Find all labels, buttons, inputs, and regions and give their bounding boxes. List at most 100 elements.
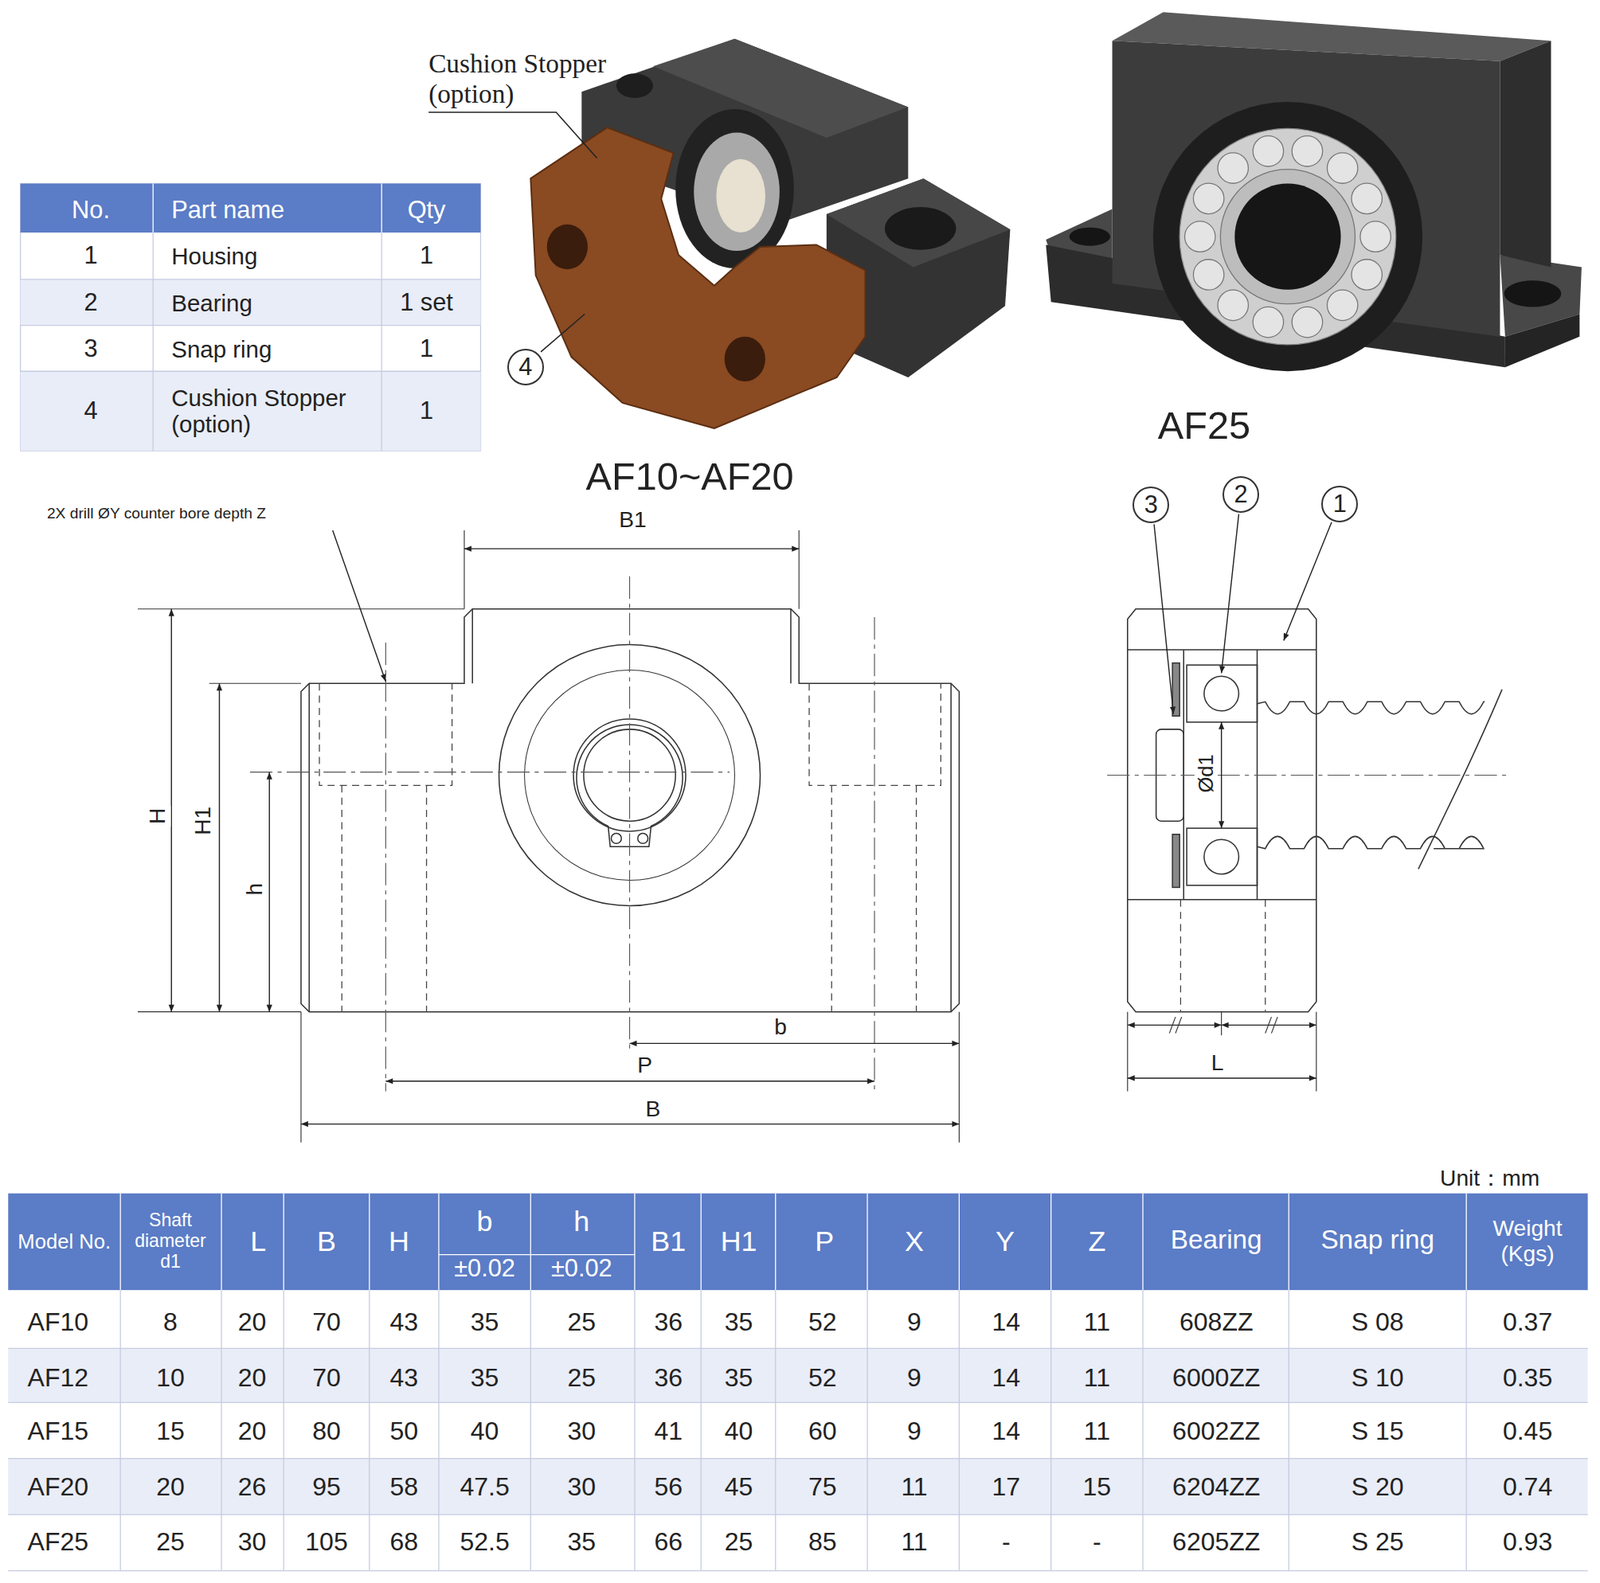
table-cell: 47.5	[459, 1473, 509, 1503]
table-cell: 14	[992, 1364, 1022, 1393]
table-cell: 6002ZZ	[1172, 1417, 1260, 1447]
table-cell: 26	[238, 1473, 267, 1503]
table-cell: B	[316, 1225, 337, 1258]
table-cell: L	[250, 1225, 267, 1258]
table-cell: 70	[312, 1308, 341, 1338]
table-cell: 0.37	[1502, 1308, 1553, 1338]
text-label: Cushion Stopper (option)	[171, 384, 376, 438]
table-cell: b	[477, 1205, 493, 1238]
table-cell: 40	[724, 1417, 754, 1447]
table-cell: -	[1092, 1528, 1102, 1557]
table-cell: 17	[992, 1473, 1022, 1503]
callout-number: 1	[1333, 489, 1347, 519]
callout-number: 2	[1233, 480, 1248, 509]
table-cell: 0.74	[1502, 1473, 1553, 1503]
table-cell: 41	[653, 1417, 683, 1447]
callout-number: 3	[1144, 490, 1158, 520]
dimension-label: Ød1	[1194, 751, 1218, 795]
callout-circle: 4	[507, 348, 544, 386]
text-label: AF25	[1157, 403, 1251, 448]
table-cell: 35	[470, 1308, 500, 1338]
table-cell: Weight (Kgs)	[1471, 1216, 1585, 1267]
table-cell: 35	[470, 1364, 500, 1393]
text-label: 1	[419, 335, 434, 363]
text-label: Part name	[171, 196, 285, 224]
table-cell: AF15	[27, 1417, 90, 1447]
table-cell: 95	[312, 1473, 341, 1503]
table-cell: 9	[907, 1364, 922, 1393]
text-label: 1 set	[399, 289, 454, 317]
table-cell: 11	[1083, 1417, 1111, 1447]
table-cell: 52	[808, 1308, 838, 1338]
text-label: Bearing	[171, 289, 376, 317]
table-cell: 25	[156, 1528, 185, 1557]
table-cell: 80	[312, 1417, 341, 1447]
table-cell: 45	[724, 1473, 754, 1503]
table-cell: 20	[238, 1308, 267, 1338]
table-cell: 36	[653, 1308, 683, 1338]
text-label: Unit：mm	[1439, 1165, 1540, 1192]
table-cell: AF25	[27, 1528, 90, 1557]
table-cell: Z	[1087, 1225, 1106, 1258]
dimension-label: H	[145, 805, 172, 827]
dimension-label: L	[1208, 1050, 1227, 1076]
table-cell: Y	[995, 1225, 1015, 1258]
table-cell: H	[388, 1225, 410, 1258]
table-cell: 8	[163, 1308, 178, 1338]
dimension-label: H1	[190, 804, 216, 838]
table-cell: 15	[1083, 1473, 1112, 1503]
table-cell: 0.35	[1502, 1364, 1553, 1393]
table-cell: 14	[992, 1308, 1022, 1338]
text-label: Qty	[407, 196, 446, 224]
dimension-label: b	[771, 1014, 790, 1041]
dimension-label: B	[643, 1096, 664, 1123]
table-cell: 0.45	[1502, 1417, 1553, 1447]
text-label: 1	[419, 242, 434, 270]
table-cell: 6000ZZ	[1172, 1364, 1260, 1393]
text-label: No.	[71, 196, 110, 224]
table-cell: 52	[808, 1364, 838, 1393]
table-cell: 6205ZZ	[1172, 1528, 1260, 1557]
dimension-label: P	[634, 1052, 655, 1079]
table-cell: 56	[653, 1473, 683, 1503]
table-cell: AF20	[27, 1473, 90, 1503]
table-cell: 35	[567, 1528, 597, 1557]
table-cell: 105	[305, 1528, 348, 1557]
text-label: 1	[419, 397, 434, 425]
table-cell: 58	[390, 1473, 419, 1503]
table-cell: 66	[653, 1528, 683, 1557]
callout-circle: 2	[1222, 476, 1260, 513]
table-cell: 30	[238, 1528, 267, 1557]
table-cell: AF12	[27, 1364, 90, 1393]
table-cell: Snap ring	[1320, 1224, 1435, 1255]
table-cell: 6204ZZ	[1172, 1473, 1260, 1503]
text-label: 2X drill ØY counter bore depth Z	[46, 504, 267, 523]
table-cell: 52.5	[459, 1528, 509, 1557]
table-cell: S 25	[1351, 1528, 1405, 1557]
table-cell: h	[573, 1205, 590, 1238]
table-cell: ±0.02	[453, 1255, 516, 1283]
dimension-label: h	[242, 880, 269, 899]
table-cell: 11	[900, 1528, 928, 1557]
table-cell: 11	[1083, 1364, 1111, 1393]
table-cell: AF10	[27, 1308, 90, 1338]
table-cell: -	[1001, 1528, 1011, 1557]
table-cell: 85	[808, 1528, 838, 1557]
table-cell: 30	[567, 1417, 597, 1447]
table-cell: 20	[238, 1417, 267, 1447]
table-cell: Model No.	[17, 1230, 111, 1254]
callout-circle: 3	[1132, 486, 1170, 524]
callout-number: 4	[518, 352, 533, 382]
table-cell: 25	[567, 1364, 597, 1393]
text-label: Cushion Stopper (option)	[428, 48, 628, 109]
table-cell: 70	[312, 1364, 341, 1393]
table-cell: P	[814, 1225, 834, 1258]
table-cell: 9	[907, 1308, 922, 1338]
table-cell: S 08	[1351, 1308, 1405, 1338]
table-cell: 10	[156, 1364, 185, 1393]
table-cell: Bearing	[1170, 1224, 1263, 1255]
table-cell: 0.93	[1502, 1528, 1553, 1557]
table-cell: 608ZZ	[1179, 1308, 1254, 1338]
table-cell: H1	[720, 1225, 758, 1258]
